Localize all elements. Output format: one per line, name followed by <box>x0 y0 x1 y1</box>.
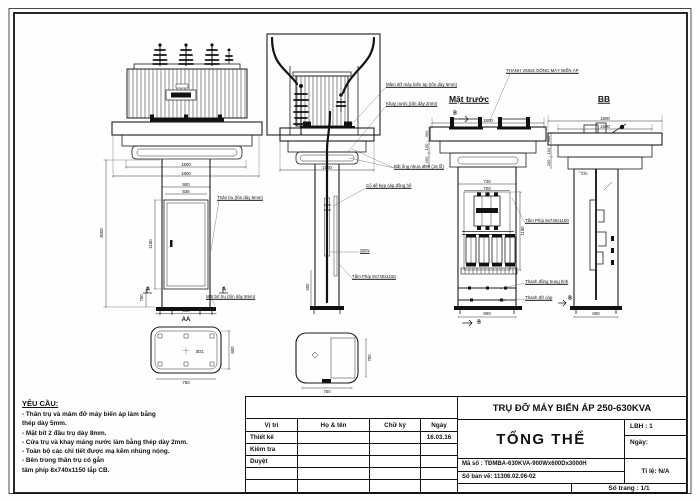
signature-cell <box>298 468 370 479</box>
signature-cell <box>246 468 298 479</box>
signature-cell: 16.03.16 <box>426 434 452 441</box>
signature-cell: Thiết kế <box>246 432 298 443</box>
signature-cell: Vị trí <box>246 419 298 431</box>
signature-cell <box>370 432 421 443</box>
signature-cell <box>421 456 457 467</box>
note-line: - Toàn bộ các chi tiết được mạ kẽm nhúng… <box>22 448 170 456</box>
note-line: - Mặt bít 2 đầu trụ dày 8mm. <box>22 429 107 437</box>
signature-cell <box>370 456 421 467</box>
signature-cell <box>421 444 457 455</box>
view-mat-truoc <box>427 73 547 327</box>
signature-cell <box>298 432 370 443</box>
signature-row: Duyệt <box>246 456 457 468</box>
signature-cell <box>370 480 421 492</box>
note-line: tấm phíp 8x740x1150 lắp CB. <box>22 466 110 474</box>
signature-cell <box>298 456 370 467</box>
signature-cell <box>370 468 421 479</box>
signature-blank-row <box>246 397 457 419</box>
signature-cell <box>421 480 457 492</box>
note-line: - Bên trong thân trụ có gắn <box>22 457 105 465</box>
signature-cell: Duyệt <box>246 456 298 467</box>
signature-cell <box>298 444 370 455</box>
project-title: TRỤ ĐỠ MÁY BIẾN ÁP 250-630KVA <box>458 397 686 420</box>
signature-cell <box>370 444 421 455</box>
signature-row: Thiết kế 16.03.16 <box>246 432 457 444</box>
border-frame <box>8 8 692 494</box>
signature-cell <box>421 468 457 479</box>
note-line: thép dày 5mm. <box>22 420 67 428</box>
requirements-notes: YÊU CẦU: - Thân trụ và mâm đỡ máy biến á… <box>22 399 250 475</box>
date-field: Ngày: <box>630 439 649 446</box>
signature-cell <box>298 480 370 492</box>
scale-field: Tỉ lệ: N/A <box>641 467 670 475</box>
view-front-with-transformer <box>103 43 263 380</box>
signature-row <box>246 480 457 492</box>
drawing-number-field: Số bản vẽ: 11306.02.06-02 <box>462 474 536 480</box>
signature-cell: Họ & tên <box>298 419 370 431</box>
view-section-bb <box>547 115 663 318</box>
notes-lines: - Thân trụ và mâm đỡ máy biến áp làm bằn… <box>22 410 250 475</box>
title-area: TRỤ ĐỠ MÁY BIẾN ÁP 250-630KVA TỔNG THỂ L… <box>458 397 686 492</box>
signature-cell: Kiểm tra <box>246 444 298 455</box>
sheet-title: TỔNG THỂ <box>458 420 625 458</box>
note-line: - Thân trụ và mâm đỡ máy biến áp làm bằn… <box>22 411 156 418</box>
signature-cell <box>246 480 298 492</box>
notes-heading: YÊU CẦU: <box>22 399 59 408</box>
lbh-field: LBH : 1 <box>625 420 686 436</box>
signature-cell: Ngày <box>431 421 447 429</box>
signature-cell: Chữ ký <box>370 419 421 431</box>
title-block-empty-cell <box>458 484 572 492</box>
page-field: Số trang : 1/1 <box>608 484 650 492</box>
code-field: Mã số : TĐMBA-630KVA-900Wx600Dx3000H <box>458 459 624 472</box>
view-side-with-cables <box>266 33 395 389</box>
signature-row <box>246 468 457 480</box>
note-line: - Cửa trụ và khay máng nước làm bằng thé… <box>22 438 188 446</box>
signature-row: Kiểm tra <box>246 444 457 456</box>
